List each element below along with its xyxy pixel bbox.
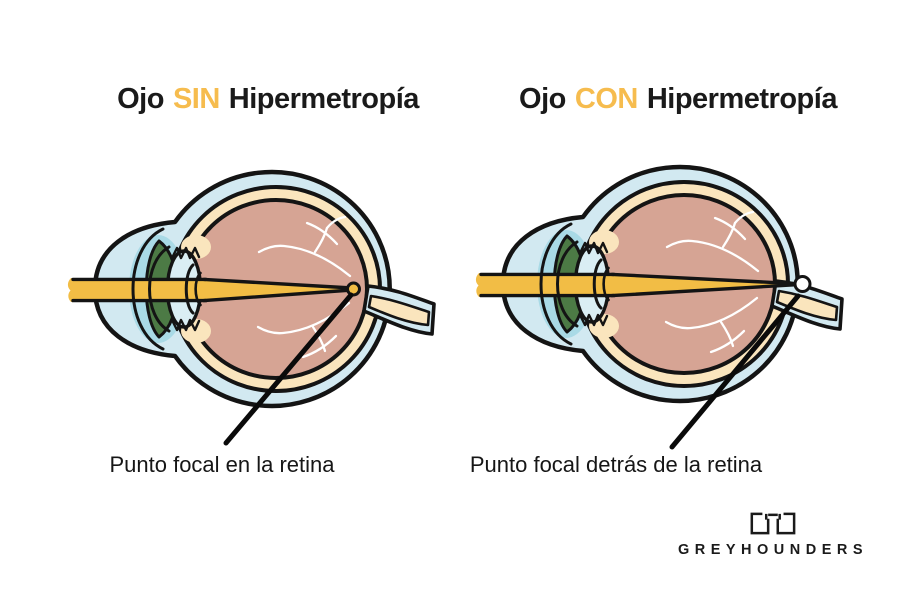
brand-name: GREYHOUNDERS <box>677 542 869 558</box>
caption-focal-point-behind-retina: Punto focal detrás de la retina <box>469 452 763 477</box>
title-accent-word: SIN <box>172 83 220 115</box>
eye-with-hyperopia <box>474 167 842 450</box>
title-accent-word: CON <box>574 83 638 115</box>
title-word: Ojo <box>117 83 164 115</box>
title-eye-without-hyperopia: Ojo SIN Hipermetropía <box>117 83 419 116</box>
caption-focal-point-on-retina: Punto focal en la retina <box>109 452 335 477</box>
focal-point-behind-retina-marker <box>793 275 812 293</box>
title-word: Ojo <box>519 83 566 115</box>
glasses-icon <box>750 512 796 535</box>
eye-without-hyperopia <box>66 172 434 446</box>
title-word: Hipermetropía <box>646 83 838 115</box>
brand-logo: GREYHOUNDERS <box>678 511 868 558</box>
title-eye-with-hyperopia: Ojo CON Hipermetropía <box>519 83 837 116</box>
title-word: Hipermetropía <box>228 83 420 115</box>
converging-beam <box>206 278 353 302</box>
converging-beam <box>614 273 796 297</box>
pointer-line <box>223 292 354 446</box>
pointer-line <box>669 293 801 450</box>
